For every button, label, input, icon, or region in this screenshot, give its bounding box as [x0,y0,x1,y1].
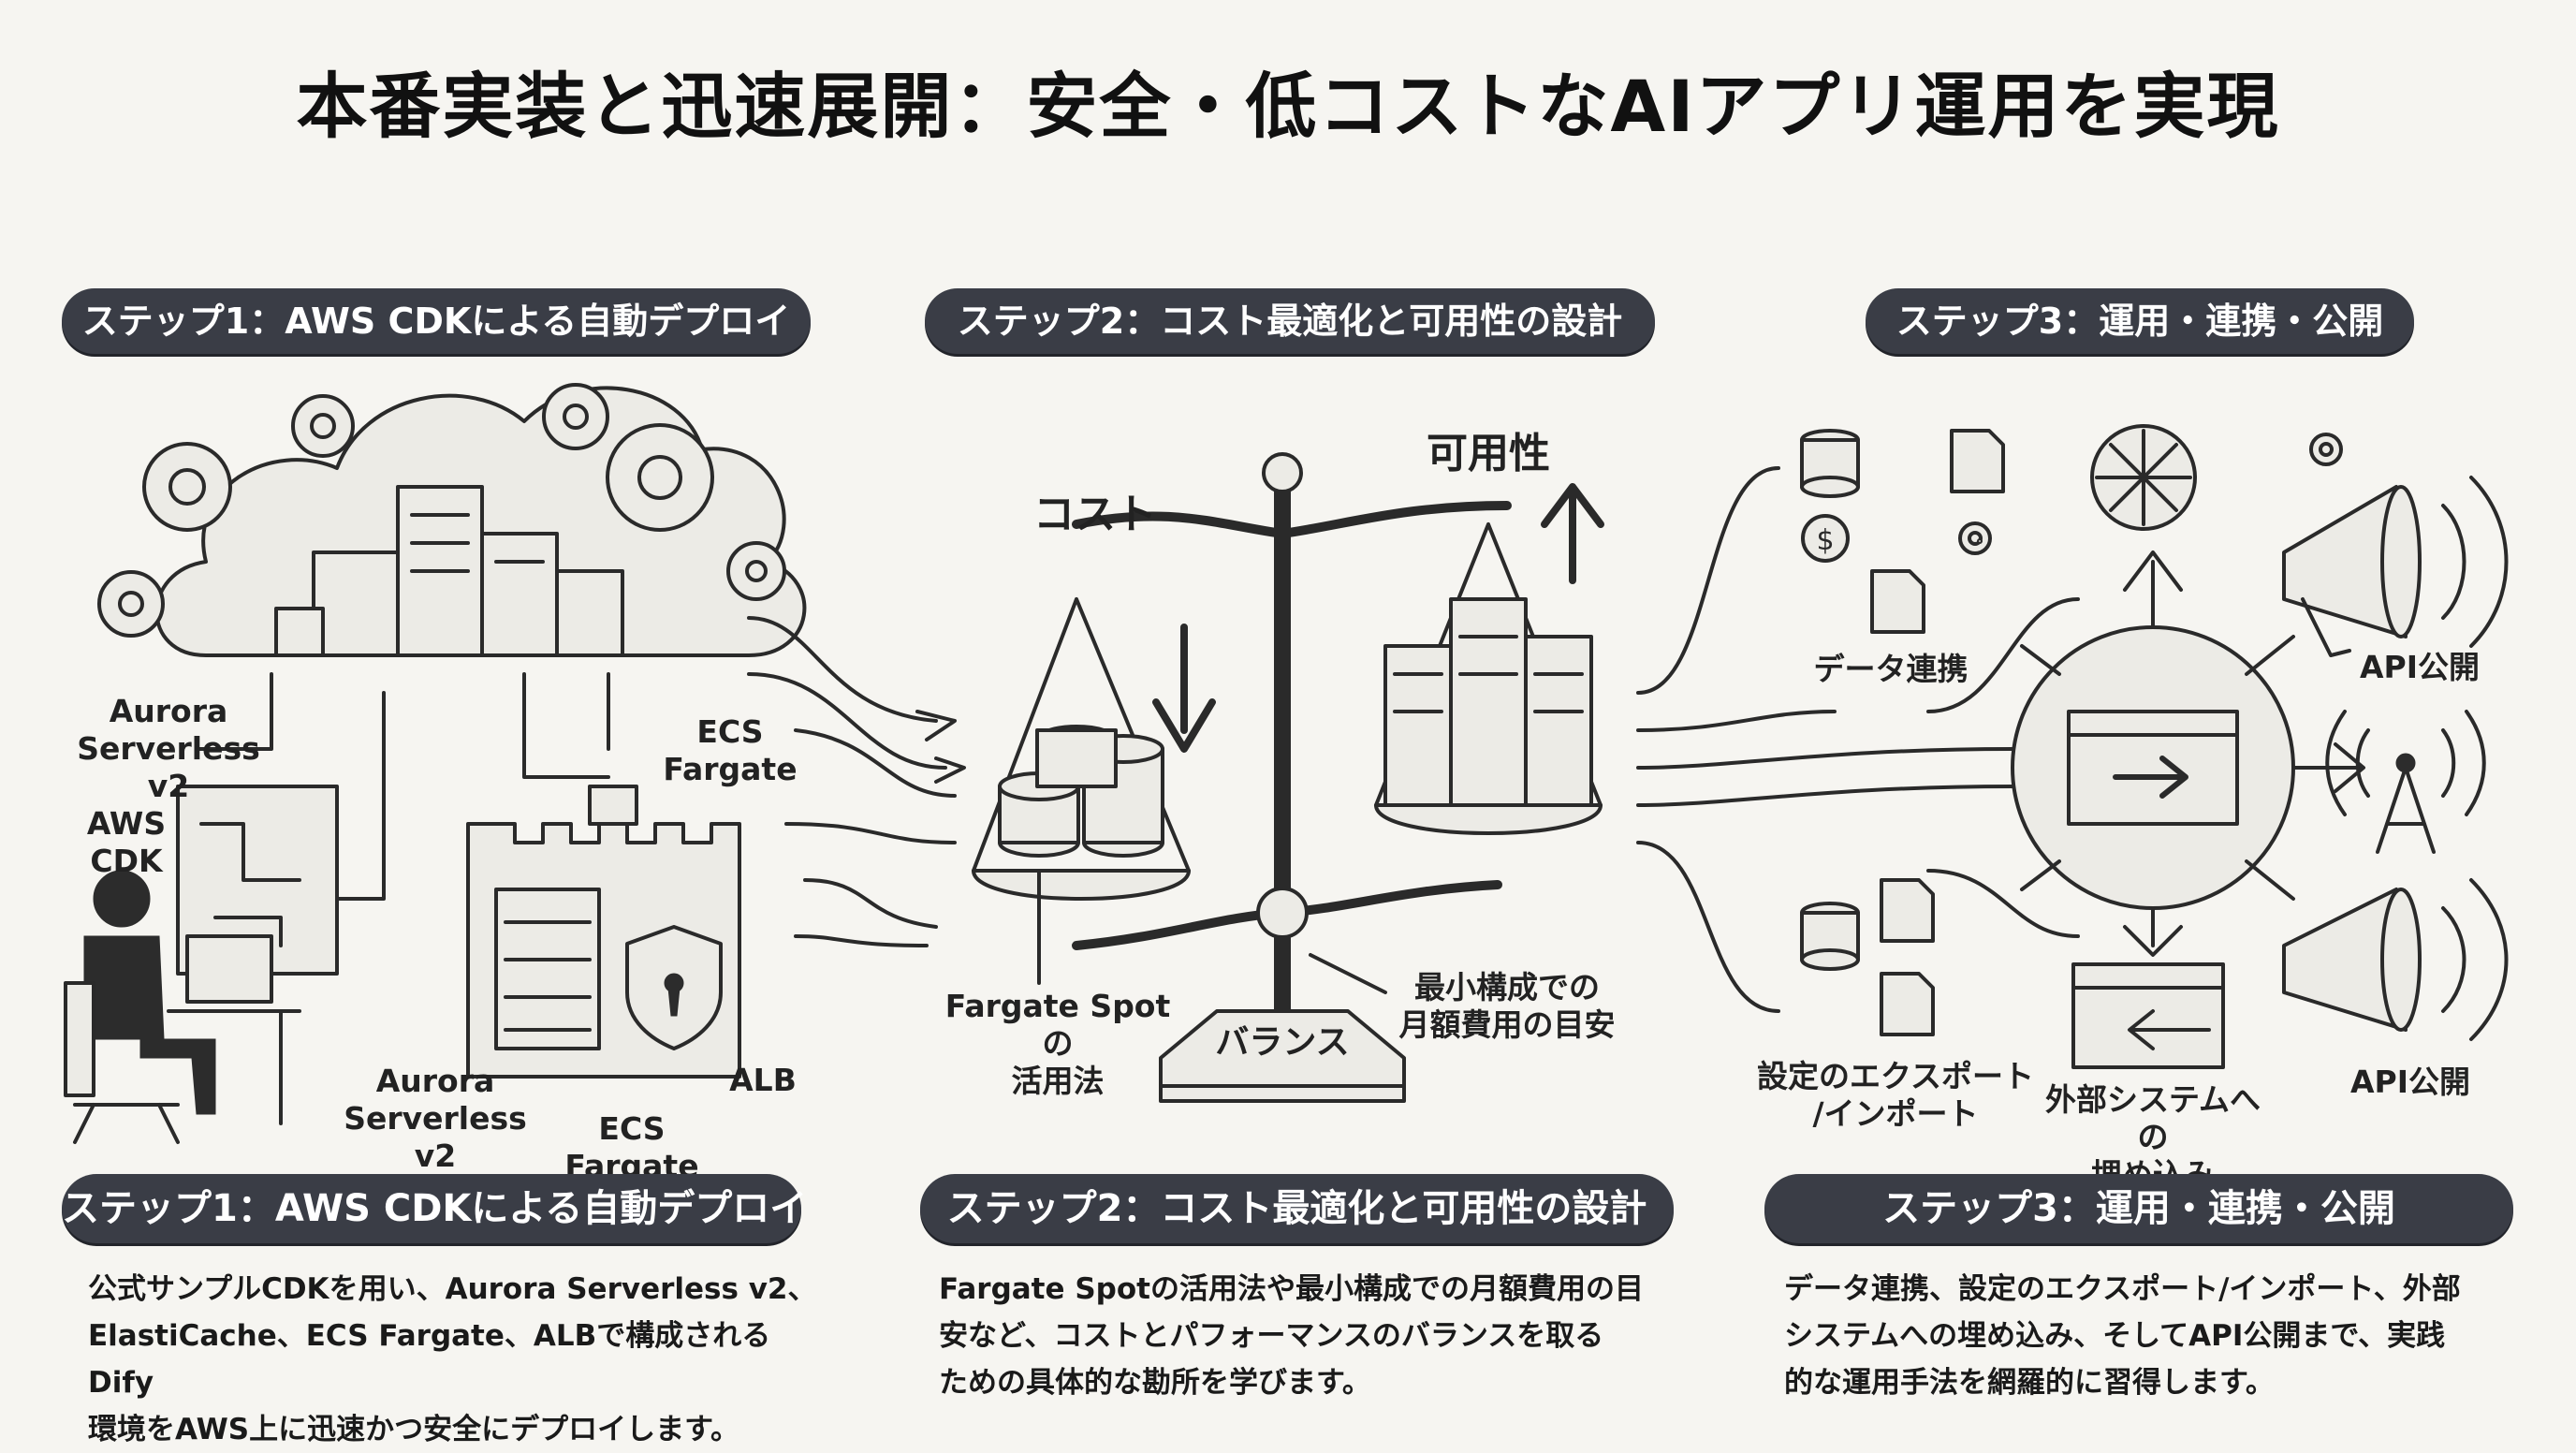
aurora-label-top: Aurora Serverless v2 [77,693,260,804]
api-label-bottom: API公開 [2349,1064,2470,1100]
megaphone-icon [2282,476,2509,1041]
building-icon [274,485,624,657]
person-icon [64,870,301,1144]
coin-stack-icon [998,725,1164,858]
gear-icon [1977,424,2343,544]
database-icon [1800,429,1860,971]
step1-header-bottom: ステップ1：AWS CDKによる自動デプロイ [62,1174,807,1243]
aurora-label-bottom: Aurora Serverless v2 [344,1063,527,1174]
ecs-fargate-label-top: ECS Fargate [663,713,798,787]
step1-header-top: ステップ1：AWS CDKによる自動デプロイ [62,288,811,354]
cost-label: コスト [1033,491,1157,538]
cdk-label: AWS CDK [86,805,167,879]
minimum-cost-label: 最小構成での 月額費用の目安 [1398,969,1616,1043]
arrow-icon [1636,466,2080,1013]
dollar-icon: $ [1801,514,1992,563]
arrow-icon [1037,483,1604,994]
data-integration-label: データ連携 [1813,651,1969,687]
gear-icon [97,383,786,638]
step2-header-bottom: ステップ2：コスト最適化と可用性の設計 [920,1174,1674,1243]
shield-icon [625,925,723,1050]
balance-label: バランス [1215,1023,1350,1062]
document-icon [1870,429,2005,1036]
step3-header-bottom: ステップ3：運用・連携・公開 [1764,1174,2513,1243]
antenna-icon [2325,710,2486,854]
arrow-icon [747,616,966,947]
svg-text:$: $ [1816,524,1834,557]
availability-label: 可用性 [1427,430,1550,477]
page-title: 本番実装と迅速展開：安全・低コストなAIアプリ運用を実現 [296,65,2280,148]
export-import-label: 設定のエクスポート /インポート [1756,1058,2034,1132]
step3-header-top: ステップ3：運用・連携・公開 [1866,288,2414,354]
hub-icon [2011,550,2365,957]
step3-description: データ連携、設定のエクスポート/インポート、外部 システムへの埋め込み、そしてA… [1784,1272,2461,1400]
server-rack-icon [1383,597,1593,807]
step2-header-top: ステップ2：コスト最適化と可用性の設計 [925,288,1655,354]
step2-description: Fargate Spotの活用法や最小構成での月額費用の目 安など、コストとパフ… [939,1272,1644,1400]
step1-description: 公式サンプルCDKを用い、Aurora Serverless v2、 Elast… [88,1272,817,1446]
api-label-top: API公開 [2359,649,2480,685]
monitor-icon [2071,962,2225,1069]
fargate-spot-label: Fargate Spotの 活用法 [944,988,1171,1099]
alb-label: ALB [729,1062,797,1098]
